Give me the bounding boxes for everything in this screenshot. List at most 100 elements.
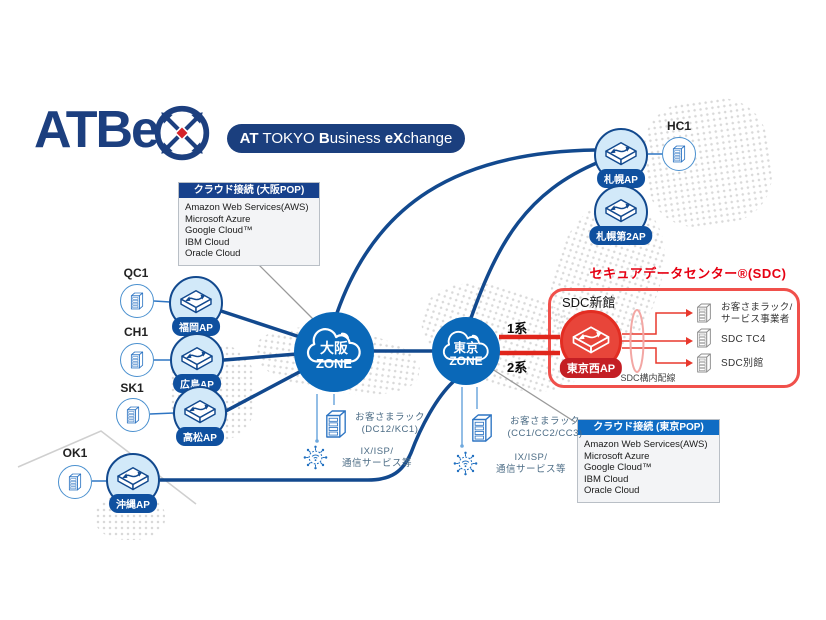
switch-icon [178,288,214,318]
ap-label-okinawa: 沖縄AP [109,494,157,513]
rack-label-tokyo: お客さまラック (CC1/CC2/CC3) [504,416,586,440]
ix-network-icon [302,444,329,471]
rack-building-icon [469,411,495,445]
rack-building-icon [323,407,349,441]
link-label-kei1: 1系 [507,321,528,336]
site-label-ch1: CH1 [123,325,148,339]
ix-label-osaka: IX/ISP/ 通信サービス等 [334,446,420,470]
ix-line1: IX/ISP/ [360,446,394,457]
ap-node-sapporo: 札幌AP [594,128,648,188]
cloud-box-osaka-title: クラウド接続 (大阪POP) [179,183,319,198]
link-endpoint-dot [460,444,464,448]
building-icon [125,404,141,426]
ix-line2: 通信サービス等 [341,458,412,469]
cloud-provider-item: IBM Cloud [584,473,629,485]
switch-icon [603,140,639,170]
building-icon [67,471,83,493]
site-label-qc1: QC1 [123,266,149,280]
rack-code: (CC1/CC2/CC3) [507,428,583,439]
ap-node-takamatsu: 高松AP [173,386,227,446]
ix-line2: 通信サービス等 [495,464,566,475]
banner-text: change [403,130,453,147]
site-node-sk1 [116,398,150,432]
zone-suffix: ZONE [315,355,353,371]
switch-icon [179,345,215,375]
banner-text: eX [384,130,404,147]
ap-label-sapporo2: 札幌第2AP [589,226,653,245]
logo-x-icon [154,105,210,161]
cloud-icon [443,330,490,360]
cloud-box-tokyo-pop: クラウド接続 (東京POP) Amazon Web Services(AWS) … [577,419,720,503]
cloud-provider-item: Oracle Cloud [185,248,241,259]
site-label-ok1: OK1 [62,446,88,460]
building-icon [129,349,145,371]
sdc-building-label: SDC新館 [562,295,616,310]
sdc-target-line1: お客さまラック/ [721,302,793,313]
building-icon [129,290,145,312]
cloud-provider-item: Amazon Web Services(AWS) [185,202,309,213]
ap-node-hiroshima: 広島AP [170,333,224,393]
zone-node-osaka: 大阪 ZONE [294,312,374,392]
japan-map-dots [636,91,779,234]
cloud-provider-item: Oracle Cloud [584,485,640,496]
zone-suffix: ZONE [449,354,483,369]
link-endpoint-dot [315,439,319,443]
cloud-box-tokyo-title: クラウド接続 (東京POP) [578,420,719,435]
site-node-hc1 [662,137,696,171]
banner-text: AT [239,130,259,147]
sdc-target-0: お客さまラック/ サービス事業者 [721,302,793,325]
sdc-wiring-label: SDC構内配線 [620,373,676,383]
sdc-title: セキュアデータセンター®(SDC) [589,266,787,281]
site-node-ch1 [120,343,154,377]
switch-icon [570,324,612,359]
zone-label-osaka: 大阪 ZONE [294,312,374,392]
rack-name: お客さまラック [509,416,580,427]
link-label-kei2: 2系 [507,360,528,375]
logo-wordmark: ATBe [34,101,160,159]
sdc-target-1: SDC TC4 [721,334,766,346]
zone-node-tokyo: 東京 ZONE [432,317,500,385]
ix-line1: IX/ISP/ [514,452,548,463]
rack-building-icon [695,351,713,375]
site-node-ok1 [58,465,92,499]
inset-boundary-line [17,430,197,505]
switch-icon [115,465,151,495]
ap-label-fukuoka: 福岡AP [172,317,220,336]
zone-name: 東京 [453,340,479,355]
banner-text: usiness [329,130,385,147]
banner-text: B [318,130,330,147]
cloud-provider-item: Amazon Web Services(AWS) [584,439,708,450]
cloud-icon [307,328,362,363]
rack-building-icon [695,326,713,350]
ap-node-sapporo2: 札幌第2AP [589,185,653,245]
cloud-box-osaka-pop: クラウド接続 (大阪POP) Amazon Web Services(AWS) … [178,182,320,266]
sdc-target-line2: サービス事業者 [721,313,790,325]
sdc-target-line1: SDC TC4 [721,334,766,345]
rack-label-osaka: お客さまラック (DC12/KC1) [348,412,432,436]
ap-node-okinawa: 沖縄AP [106,453,160,513]
cloud-provider-item: Google Cloud™ [584,462,652,473]
cloud-provider-item: Google Cloud™ [185,225,253,236]
banner-text: TOKYO [258,130,319,147]
ap-label-takamatsu: 高松AP [176,427,224,446]
switch-icon [603,197,639,227]
cloud-provider-item: Microsoft Azure [584,450,650,462]
building-icon [671,143,687,165]
site-label-hc1: HC1 [666,119,691,133]
cloud-provider-item: IBM Cloud [185,236,230,248]
ap-label-tokyo-west: 東京西AP [559,358,623,378]
switch-icon [182,398,218,428]
site-node-qc1 [120,284,154,318]
ix-network-icon [452,450,479,477]
site-label-sk1: SK1 [120,381,144,395]
zone-label-tokyo: 東京 ZONE [432,317,500,385]
cloud-provider-item: Microsoft Azure [185,213,251,225]
zone-name: 大阪 [320,340,348,357]
sdc-target-2: SDC別館 [721,358,764,370]
sdc-target-line1: SDC別館 [721,358,764,369]
ix-label-tokyo: IX/ISP/ 通信サービス等 [488,452,574,476]
ap-node-fukuoka: 福岡AP [169,276,223,336]
rack-code: (DC12/KC1) [361,424,419,435]
